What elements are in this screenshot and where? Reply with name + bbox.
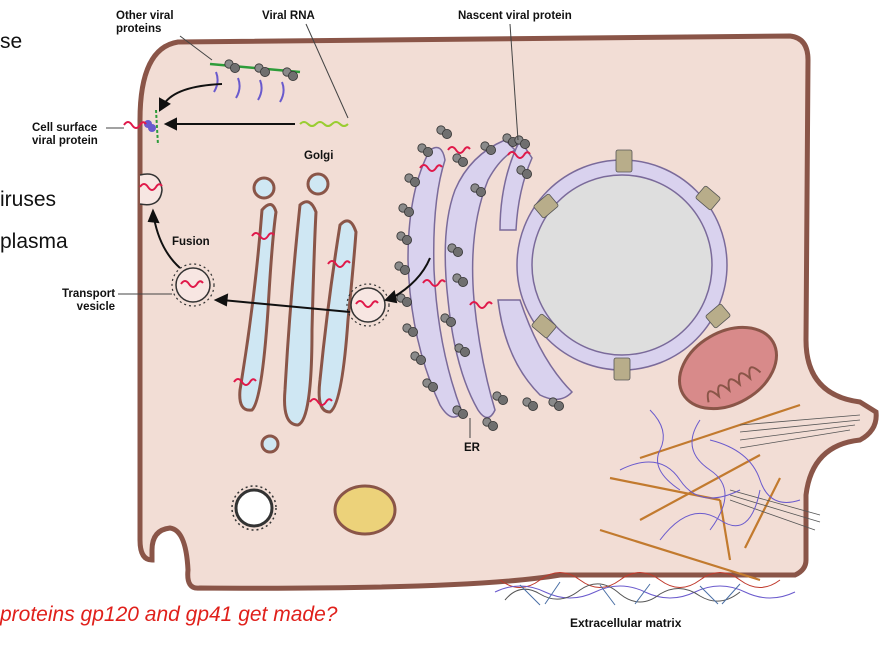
label-other-viral-proteins: Other viral proteins (116, 10, 174, 36)
label-nascent-viral-protein: Nascent viral protein (458, 10, 572, 22)
label-cell-surface-line1: Cell surface (32, 122, 98, 134)
label-cell-surface-line2: viral protein (32, 135, 98, 147)
label-other-viral-proteins-line1: Other viral (116, 10, 174, 22)
slide-text-fragment-3: plasma (0, 230, 68, 253)
golgi-apparatus (238, 172, 358, 454)
slide-text-fragment-2: iruses (0, 188, 57, 211)
other-viral-proteins (209, 59, 301, 103)
intermediate-filaments (619, 409, 801, 541)
slide-text-fragment-1: se (0, 30, 23, 53)
surface-viral-protein (123, 109, 159, 146)
label-transport-line2: vesicle (76, 301, 116, 313)
viral-rna (299, 121, 349, 127)
nucleus (531, 174, 713, 356)
label-other-viral-proteins-line2: proteins (116, 23, 162, 35)
arrows (147, 83, 431, 313)
slide-question: proteins gp120 and gp41 get made? (0, 603, 338, 626)
extracellular-matrix (494, 572, 796, 606)
label-fusion: Fusion (172, 236, 210, 248)
label-viral-rna: Viral RNA (262, 10, 315, 22)
coated-vesicle (231, 485, 277, 531)
leader-lines (106, 23, 519, 438)
nuclear-pores (531, 149, 731, 381)
vesicle-er (346, 283, 390, 327)
label-transport-line1: Transport (62, 288, 116, 300)
fusion-vesicle (139, 173, 163, 206)
label-er: ER (464, 442, 480, 454)
mitochondrion (678, 325, 778, 411)
label-transport-vesicle: Transport vesicle (62, 288, 115, 314)
lipid-vesicle (333, 484, 397, 536)
transport-vesicle (171, 263, 215, 307)
label-golgi: Golgi (304, 150, 334, 162)
label-cell-surface-viral-protein: Cell surface viral protein (32, 122, 98, 148)
actin-filaments (729, 414, 861, 531)
label-extracellular-matrix: Extracellular matrix (570, 616, 682, 630)
